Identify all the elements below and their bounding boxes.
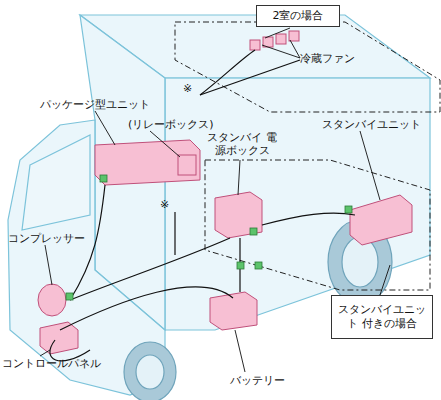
leader-line (360, 131, 380, 200)
part-label: (リレーボックス) (128, 118, 214, 131)
leader-line (45, 245, 52, 285)
part-label: コントロールパネル (2, 357, 101, 370)
leader-line (380, 265, 390, 295)
part-label: 冷蔵ファン (300, 52, 355, 65)
front-hub (136, 355, 164, 389)
leader-line (95, 111, 115, 145)
connector (237, 262, 244, 269)
relay-box (178, 155, 196, 175)
part-label: スタンバイユニット (322, 118, 421, 131)
windshield (22, 135, 90, 230)
control-panel (40, 322, 78, 354)
part-label: ※ (160, 198, 169, 211)
connector (255, 262, 262, 269)
connector (66, 293, 73, 300)
note-box: 2室の場合 (256, 5, 340, 27)
leader-line (235, 330, 245, 372)
two-room-area (175, 22, 440, 112)
part-label: ※ (183, 82, 192, 95)
connector (250, 228, 257, 235)
standby-area (205, 160, 430, 290)
wire (70, 238, 230, 300)
standby-power-box (215, 192, 262, 238)
leader-line (238, 160, 240, 195)
wire (200, 60, 300, 95)
connector (345, 206, 352, 213)
part-label: バッテリー (230, 374, 285, 387)
wire (262, 213, 355, 225)
fan (276, 34, 286, 44)
rear-hub (342, 237, 378, 287)
leader-line (150, 131, 180, 157)
compressor (38, 284, 66, 316)
fan (250, 40, 260, 50)
cargo-side (165, 78, 430, 330)
part-label: コンプレッサー (8, 232, 85, 245)
part-label: パッケージ型ユニット (40, 98, 150, 111)
battery (210, 292, 257, 330)
leader-line (40, 350, 50, 356)
leader-line (290, 40, 300, 58)
wire (200, 50, 255, 95)
connector (100, 175, 107, 182)
note-box: スタンバイユニット 付きの場合 (331, 295, 433, 339)
part-label: スタンバイ 電源ボックス (202, 131, 282, 157)
wire (174, 212, 175, 255)
wire (60, 287, 233, 330)
leader-line (265, 28, 290, 38)
fan (289, 31, 299, 41)
package-unit (95, 140, 200, 185)
box-text: 2室の場合 (273, 9, 324, 23)
standby-unit (350, 195, 412, 245)
front-wheel (124, 342, 176, 400)
box-text: スタンバイユニット 付きの場合 (336, 303, 428, 331)
